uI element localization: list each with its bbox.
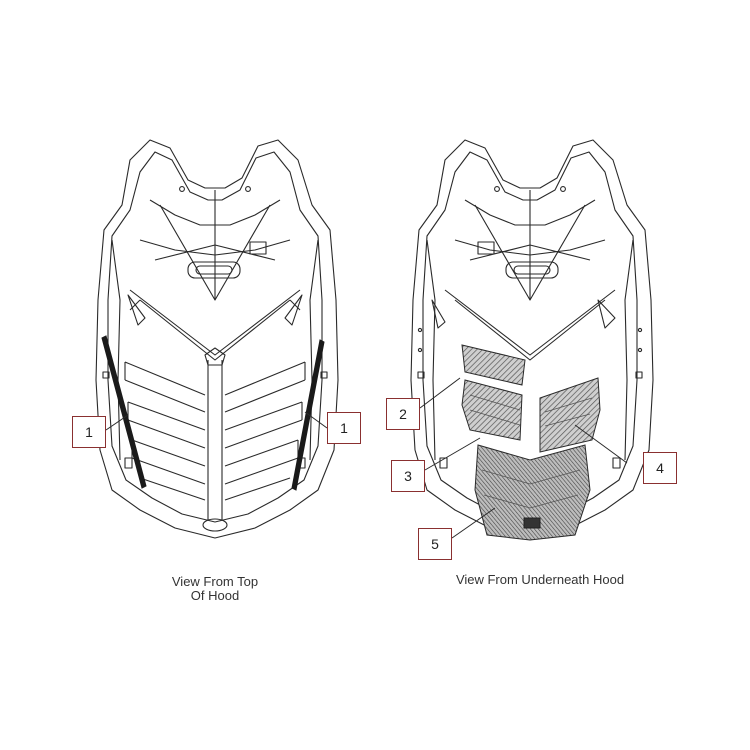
- callout-right-strip: 1: [327, 412, 361, 444]
- under-panel-upper: [461, 344, 526, 386]
- under-bracket: [523, 517, 541, 529]
- callout-left-strip: 1: [72, 416, 106, 448]
- under-panel-part-3: [461, 379, 523, 441]
- callout-part-4: 4: [643, 452, 677, 484]
- under-panel-part-4: [539, 377, 601, 453]
- callout-part-3: 3: [391, 460, 425, 492]
- caption-top-view: View From Top Of Hood: [171, 574, 259, 603]
- hood-underneath-view: [410, 139, 654, 539]
- callout-part-5: 5: [418, 528, 452, 560]
- caption-underneath-view: View From Underneath Hood: [455, 572, 625, 587]
- under-panel-part-5: [474, 444, 591, 541]
- callout-part-2: 2: [386, 398, 420, 430]
- right-strip-part: [291, 339, 325, 491]
- hood-top-view: [95, 139, 339, 539]
- left-strip-part: [101, 335, 147, 489]
- leader-lines: [105, 377, 628, 539]
